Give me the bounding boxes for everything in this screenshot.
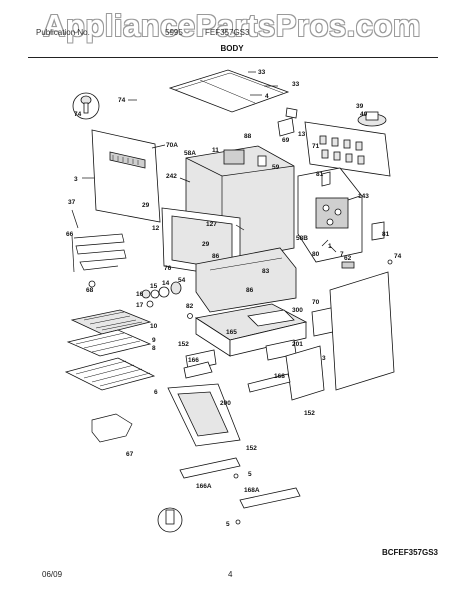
oven-rack-upper [66,329,152,357]
drawing-code: BCFEF357GS3 [381,548,438,557]
drawer-slide-right [239,487,301,509]
callout-54: 54 [178,277,186,284]
callout-165: 165 [226,329,237,336]
callout-69: 69 [282,137,290,144]
callout-88: 88 [244,133,252,140]
knob-part [72,92,100,120]
callout-16: 16 [136,291,144,298]
callout-74a: 74 [118,97,126,104]
callout-6: 6 [154,389,158,396]
callout-200: 200 [220,400,231,407]
callout-62: 62 [344,255,352,262]
bake-element [71,233,127,273]
callout-33b: 33 [292,81,300,88]
callout-86a: 86 [212,253,220,260]
callout-5a: 5 [248,471,252,478]
oven-rack-lower [64,357,156,391]
watermark: AppliancePartsPros.com [43,8,421,43]
callout-58b: 58B [296,235,308,242]
callout-17: 17 [136,302,144,309]
callout-242: 242 [166,173,177,180]
callout-152a: 152 [178,341,189,348]
callout-166: 166 [188,357,199,364]
anti-tip-bracket [157,507,183,533]
callout-168: 168 [274,373,285,380]
callout-5b: 5 [226,521,230,528]
insulation-blanket [195,247,297,313]
callout-66: 66 [66,231,74,238]
callout-9: 9 [152,337,156,344]
side-control-panel [297,167,363,263]
top-panel [168,69,290,113]
callout-39: 39 [356,103,364,110]
callout-127: 127 [206,221,217,228]
publication-label: Publication No. [36,28,90,37]
diagram-title: BODY [220,44,244,53]
publication-number: 5995 [165,28,183,37]
callout-152c: 152 [246,445,257,452]
header-rule [28,57,438,58]
callout-3a: 3 [74,176,78,183]
callout-10: 10 [150,323,158,330]
broil-element [91,413,133,443]
footer-page-number: 4 [228,570,233,579]
callout-300: 300 [292,307,303,314]
callout-33a: 33 [258,69,266,76]
callout-11: 11 [212,147,219,154]
callout-86b: 86 [246,287,254,294]
callout-68: 68 [86,287,94,294]
callout-201: 201 [292,341,303,348]
callout-166a: 166A [196,483,212,490]
callout-74c: 74 [394,253,402,260]
callout-58a: 58A [184,150,196,157]
callout-152b: 152 [304,410,315,417]
callout-80: 80 [312,251,320,258]
drawer-slide-left [179,457,241,479]
callout-81a: 81 [316,171,324,178]
callout-13: 13 [298,131,306,138]
callout-168a: 168A [244,487,260,494]
terminal-block [357,111,387,127]
broil-pan [70,309,152,335]
callout-70: 70 [312,299,320,306]
callout-4: 4 [265,93,269,100]
callout-29b: 29 [202,241,210,248]
callout-8: 8 [152,345,156,352]
callout-12: 12 [152,225,160,232]
rear-vent-panel [304,121,391,177]
callout-40: 40 [360,111,368,118]
callout-7: 7 [340,251,344,258]
callout-83: 83 [262,268,270,275]
callout-3b: 3 [322,355,326,362]
back-panel [91,129,161,223]
callout-14: 14 [162,280,170,287]
callout-82: 82 [186,303,194,310]
callout-70a: 70A [166,142,178,149]
callout-67: 67 [126,451,134,458]
callout-15: 15 [150,283,158,290]
bottom-base [194,303,308,357]
callout-74b: 74 [74,111,82,118]
hinge-hardware [141,281,182,308]
side-panel [329,271,395,391]
callout-71: 71 [312,143,320,150]
footer-date: 06/09 [42,570,63,579]
callout-81b: 81 [382,231,390,238]
callout-37: 37 [68,199,76,206]
callout-143: 143 [358,193,369,200]
callout-29a: 29 [142,202,150,209]
model-number: FEF357GS3 [205,28,250,37]
callout-1: 1 [328,243,332,250]
callout-76: 76 [164,265,172,272]
callout-59: 59 [272,164,280,171]
drawer-frame [167,383,241,447]
